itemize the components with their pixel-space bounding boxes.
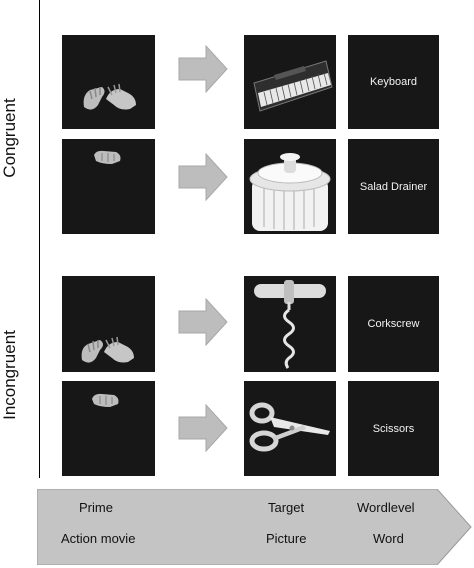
arrow-4	[178, 404, 228, 452]
two-hand-grasp-image	[81, 336, 134, 363]
arrow-2	[178, 153, 228, 201]
word-panel-4: Scissors	[348, 381, 439, 476]
salad-drainer-image	[249, 153, 331, 231]
arrow-3	[178, 298, 228, 346]
prime-panel-2	[62, 139, 155, 234]
timeline-arrow	[37, 489, 473, 565]
arrow-1	[178, 45, 228, 93]
word-corkscrew: Corkscrew	[367, 318, 420, 330]
prime-panel-4	[62, 381, 155, 476]
scissors-image	[249, 402, 330, 452]
prime-panel-1	[62, 35, 155, 129]
word-salad-drainer: Salad Drainer	[359, 180, 428, 193]
word-panel-2: Salad Drainer	[348, 139, 439, 234]
target-panel-4	[244, 381, 336, 476]
keyboard-image	[253, 60, 333, 112]
corkscrew-image	[254, 280, 326, 369]
label-target: Target	[268, 500, 305, 515]
target-panel-2	[244, 139, 336, 234]
two-hand-grasp-image	[83, 83, 136, 110]
label-wordlevel: Wordlevel	[357, 500, 415, 515]
target-panel-3	[244, 276, 336, 372]
congruent-label: Congruent	[0, 98, 19, 178]
word-keyboard: Keyboard	[369, 76, 418, 88]
label-picture: Picture	[266, 531, 307, 546]
label-action-movie: Action movie	[61, 531, 136, 546]
target-panel-1	[244, 35, 336, 129]
label-prime: Prime	[79, 500, 113, 515]
word-panel-1: Keyboard	[348, 35, 439, 129]
incongruent-label: Incongruent	[0, 330, 19, 420]
label-word: Word	[373, 531, 404, 546]
one-hand-grip-image	[92, 393, 119, 407]
axis-line	[39, 0, 40, 478]
prime-panel-3	[62, 276, 155, 372]
word-scissors: Scissors	[372, 422, 415, 435]
one-hand-grip-image	[94, 150, 121, 164]
word-panel-3: Corkscrew	[348, 276, 439, 372]
